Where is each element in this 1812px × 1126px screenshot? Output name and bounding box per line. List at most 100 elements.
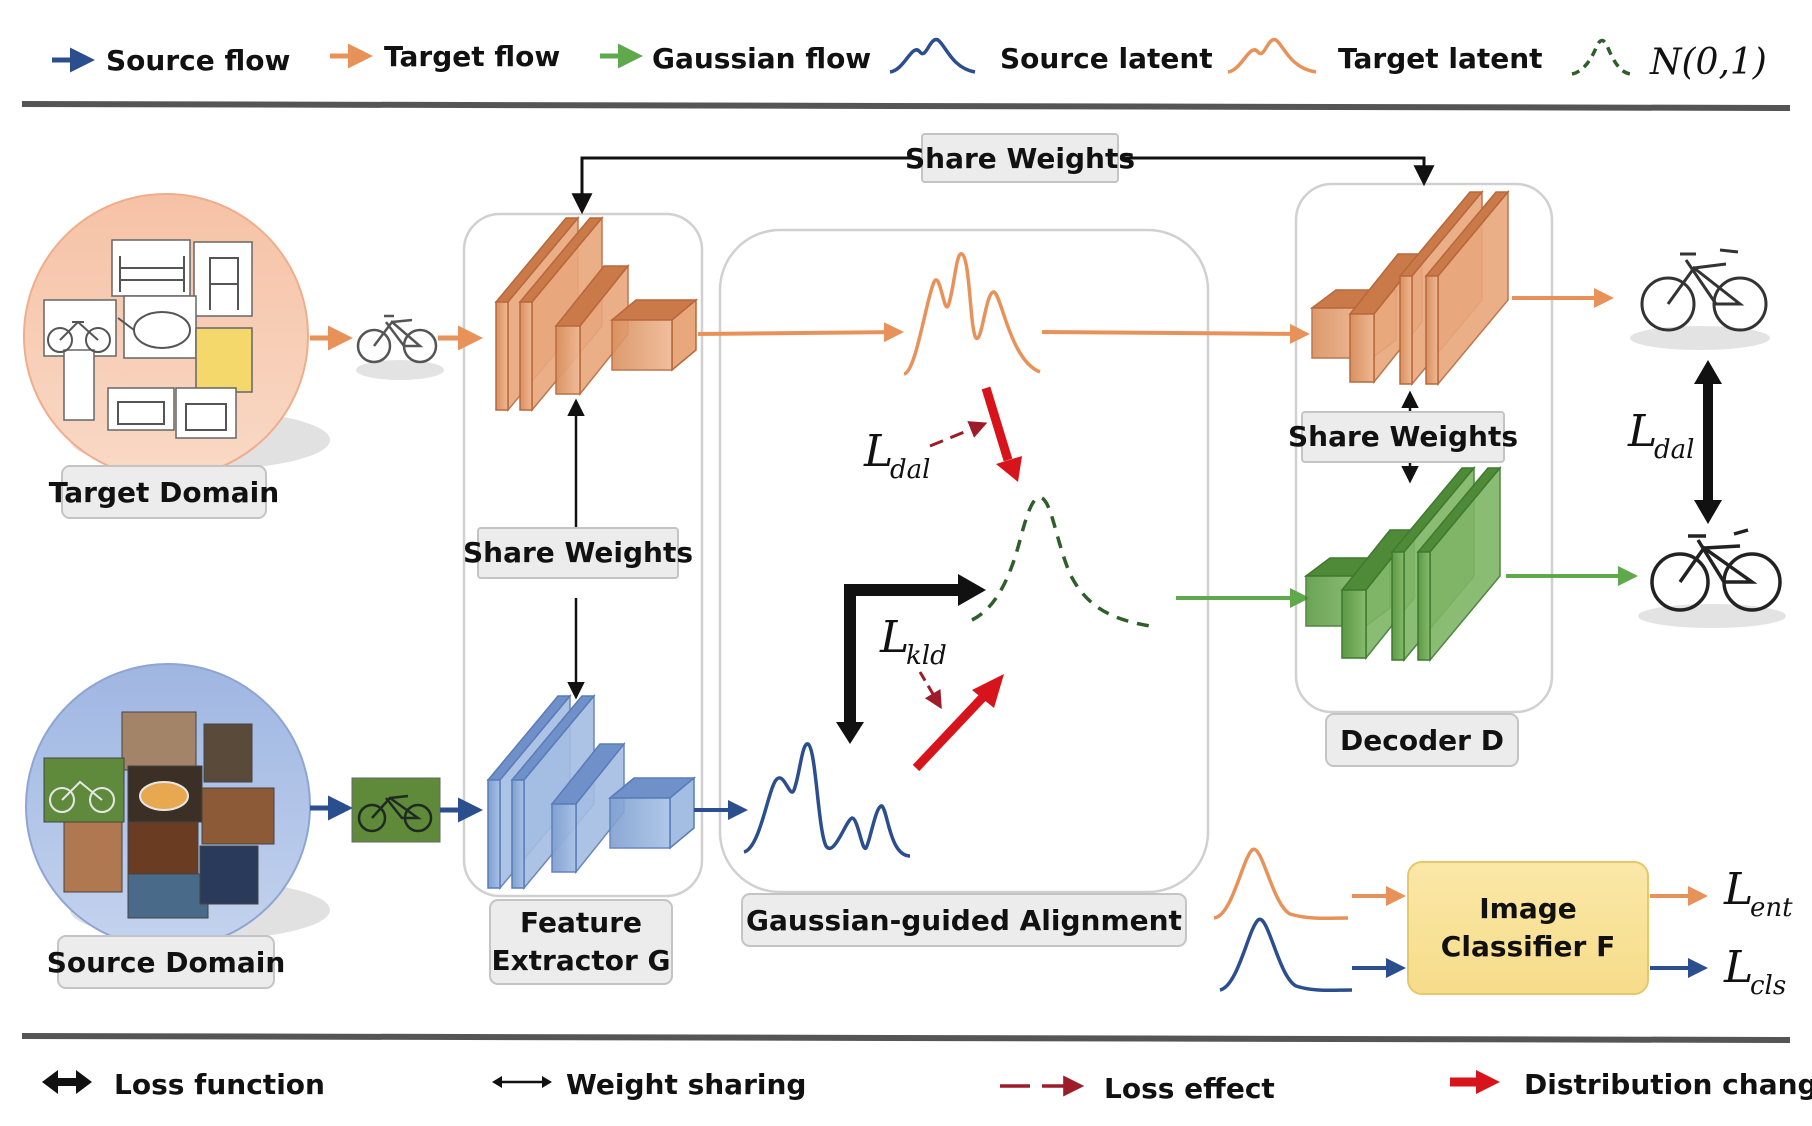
legend-label: Weight sharing [566, 1068, 806, 1101]
decoder-box [1325, 713, 1519, 767]
deconv-layer [1416, 465, 1502, 663]
legend-label: Loss function [114, 1068, 325, 1101]
bedroom-photo-icon [121, 711, 197, 771]
normal-latent-curve-icon [1571, 38, 1631, 76]
loss-symbol: L [1723, 942, 1753, 993]
source-latent-curve [743, 742, 911, 858]
loss-subscript: kld [906, 641, 947, 671]
loss-subscript: dal [1654, 435, 1694, 465]
legend-label: Source flow [106, 44, 290, 77]
source-domain-label: Source Domain [47, 946, 286, 979]
target-domain-label: Target Domain [49, 476, 279, 509]
loss-effect-arrow [929, 421, 988, 448]
loss-cls: L cls [1723, 942, 1786, 1001]
loss-arrowhead [1694, 360, 1722, 384]
share-weights-box [1301, 411, 1505, 463]
conv-layer [554, 263, 630, 397]
loss-effect-arrow [918, 671, 942, 710]
target-feature-extractor-blocks [494, 215, 699, 413]
legend-label: Target latent [1338, 42, 1543, 75]
feature-extractor-box [489, 899, 673, 985]
legend-loss-effect: Loss effect [1000, 1072, 1275, 1105]
loss-symbol: L [863, 426, 893, 477]
target-bike-sketch-icon [356, 314, 444, 380]
image-classifier-label: Image [1479, 892, 1577, 925]
legend-label: Target flow [384, 40, 560, 73]
chair-sketch-icon [193, 241, 253, 317]
distribution-change-arrowhead [996, 456, 1022, 482]
source-photo-images [43, 711, 275, 919]
legend-source-latent: Source latent [889, 37, 1213, 75]
distribution-change-arrow [912, 692, 988, 772]
loss-subscript: ent [1750, 893, 1793, 923]
legend-gaussian-flow: Gaussian flow [600, 42, 871, 75]
frames-photo-icon [201, 787, 275, 845]
source-latent-curve-icon [889, 37, 976, 74]
target-domain: Target Domain [23, 193, 330, 519]
gaussian-decoder-blocks [1303, 465, 1502, 663]
share-weights-label: Share Weights [1288, 420, 1518, 453]
clipboard-sketch-icon [195, 327, 253, 393]
feature-extractor-label: Extractor G [491, 944, 670, 977]
loss-dal-output: L dal [1627, 406, 1694, 465]
target-decoder-blocks [1309, 189, 1510, 387]
gaussian-latent-curve [971, 495, 1151, 628]
deconv-layer [1424, 189, 1510, 387]
monitors-photo-icon [199, 845, 259, 905]
conv-layer [609, 298, 699, 372]
share-weights-connector [1120, 156, 1435, 187]
source-feature-extractor-blocks [486, 693, 697, 891]
target-flow-arrow [697, 322, 904, 343]
kld-bracket-arrow [844, 584, 962, 726]
loss-kld: L kld [879, 612, 947, 671]
share-weights-label: Share Weights [905, 142, 1135, 175]
loss-ent: L ent [1723, 864, 1793, 923]
reconstructed-target-bike-sketch-icon [1630, 248, 1770, 350]
furniture-photo-icon [127, 821, 199, 875]
legend-target-latent: Target latent [1227, 37, 1543, 75]
loss-symbol: L [1627, 406, 1657, 457]
kld-arrowhead [836, 722, 864, 744]
classifier-source-latent-curve [1219, 917, 1353, 993]
target-latent-curve-icon [1227, 37, 1317, 74]
legend-label: Gaussian flow [652, 42, 871, 75]
legend-label: Distribution change [1524, 1068, 1812, 1101]
decoder-label: Decoder D [1340, 724, 1504, 757]
legend-top: Source flow Target flow Gaussian flow So… [52, 37, 1767, 83]
loss-dal-alignment: L dal [863, 426, 930, 485]
loss-subscript: cls [1750, 971, 1786, 1001]
legend-label: N(0,1) [1649, 42, 1767, 83]
source-domain-box [57, 935, 275, 989]
loss-subscript: dal [890, 455, 930, 485]
alignment-label: Gaussian-guided Alignment [746, 904, 1182, 937]
legend-weight-sharing: Weight sharing [492, 1068, 806, 1101]
source-domain: Source Domain [25, 663, 330, 989]
target-flow-arrow [1041, 323, 1310, 344]
bottle-photo-icon [63, 821, 123, 893]
loss-symbol: L [1723, 864, 1753, 915]
chair-photo-icon [203, 723, 253, 783]
image-classifier-label: Classifier F [1441, 930, 1615, 963]
kld-arrowhead [958, 574, 986, 606]
legend-target-flow: Target flow [330, 40, 560, 73]
share-weights-box [477, 527, 679, 579]
reconstructed-gaussian-bike-icon [1638, 528, 1786, 628]
feature-extractor-label: Feature [520, 906, 642, 939]
distribution-change-arrow [981, 386, 1013, 462]
legend-normal-latent: N(0,1) [1571, 38, 1767, 83]
share-weights-connector [571, 156, 920, 215]
bottle-sketch-icon [63, 349, 95, 421]
distribution-change-arrowhead [972, 674, 1004, 708]
loss-symbol: L [879, 612, 909, 663]
image-classifier-box [1407, 861, 1649, 995]
bottom-divider [21, 1033, 1791, 1043]
legend-distribution-change: Distribution change [1450, 1068, 1812, 1101]
office-photo-icon [127, 873, 209, 919]
legend-label: Source latent [1000, 42, 1213, 75]
legend-loss-function: Loss function [42, 1068, 325, 1101]
share-weights-label: Share Weights [463, 536, 693, 569]
legend-label: Loss effect [1104, 1072, 1275, 1105]
share-weights-box [921, 133, 1119, 183]
classifier-target-latent-curve [1213, 847, 1349, 921]
